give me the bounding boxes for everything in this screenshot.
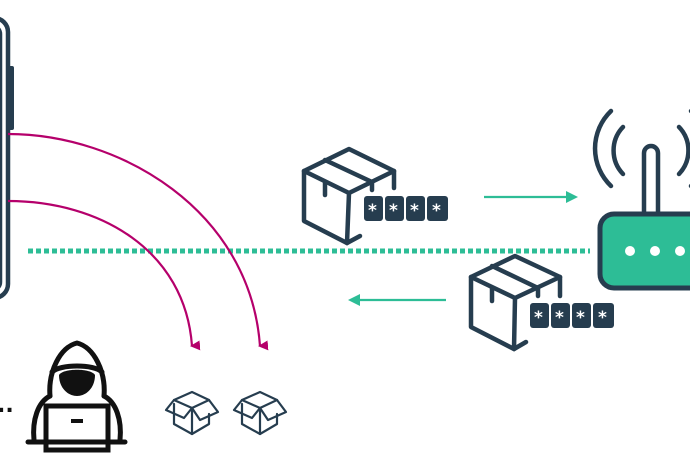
password-mask: * * * * [364,196,448,221]
intercepted-box-2 [232,390,288,436]
router-icon [592,108,690,291]
package-icon [468,253,563,352]
trailing-dots: .. [0,393,14,418]
wifi-signal-icon [592,108,690,189]
outgoing-package: * * * * [301,146,448,246]
open-box-icon [164,390,220,436]
phone-side-button [8,66,14,130]
password-char: * [432,201,441,221]
router-body [597,211,690,291]
password-char: * [389,201,398,221]
password-char: * [410,201,419,221]
router-status-dot [650,246,660,256]
arrow-left-icon [348,294,446,306]
router-antenna [641,143,661,217]
password-char: * [598,308,607,328]
interception-curve-lower [7,199,201,351]
router-status-dot [625,246,635,256]
interception-curve-upper [7,132,269,351]
password-mask: * * * * [530,303,614,328]
password-char: * [576,308,585,328]
arrow-right-icon [484,191,578,203]
hacker-icon [25,340,128,453]
open-box-icon [232,390,288,436]
intercepted-box-1 [164,390,220,436]
incoming-package: * * * * [468,253,614,352]
router-status-dot [675,246,685,256]
smartphone-icon [0,16,14,300]
password-char: * [368,201,377,221]
password-char: * [555,308,564,328]
password-char: * [534,308,543,328]
package-icon [301,146,397,246]
